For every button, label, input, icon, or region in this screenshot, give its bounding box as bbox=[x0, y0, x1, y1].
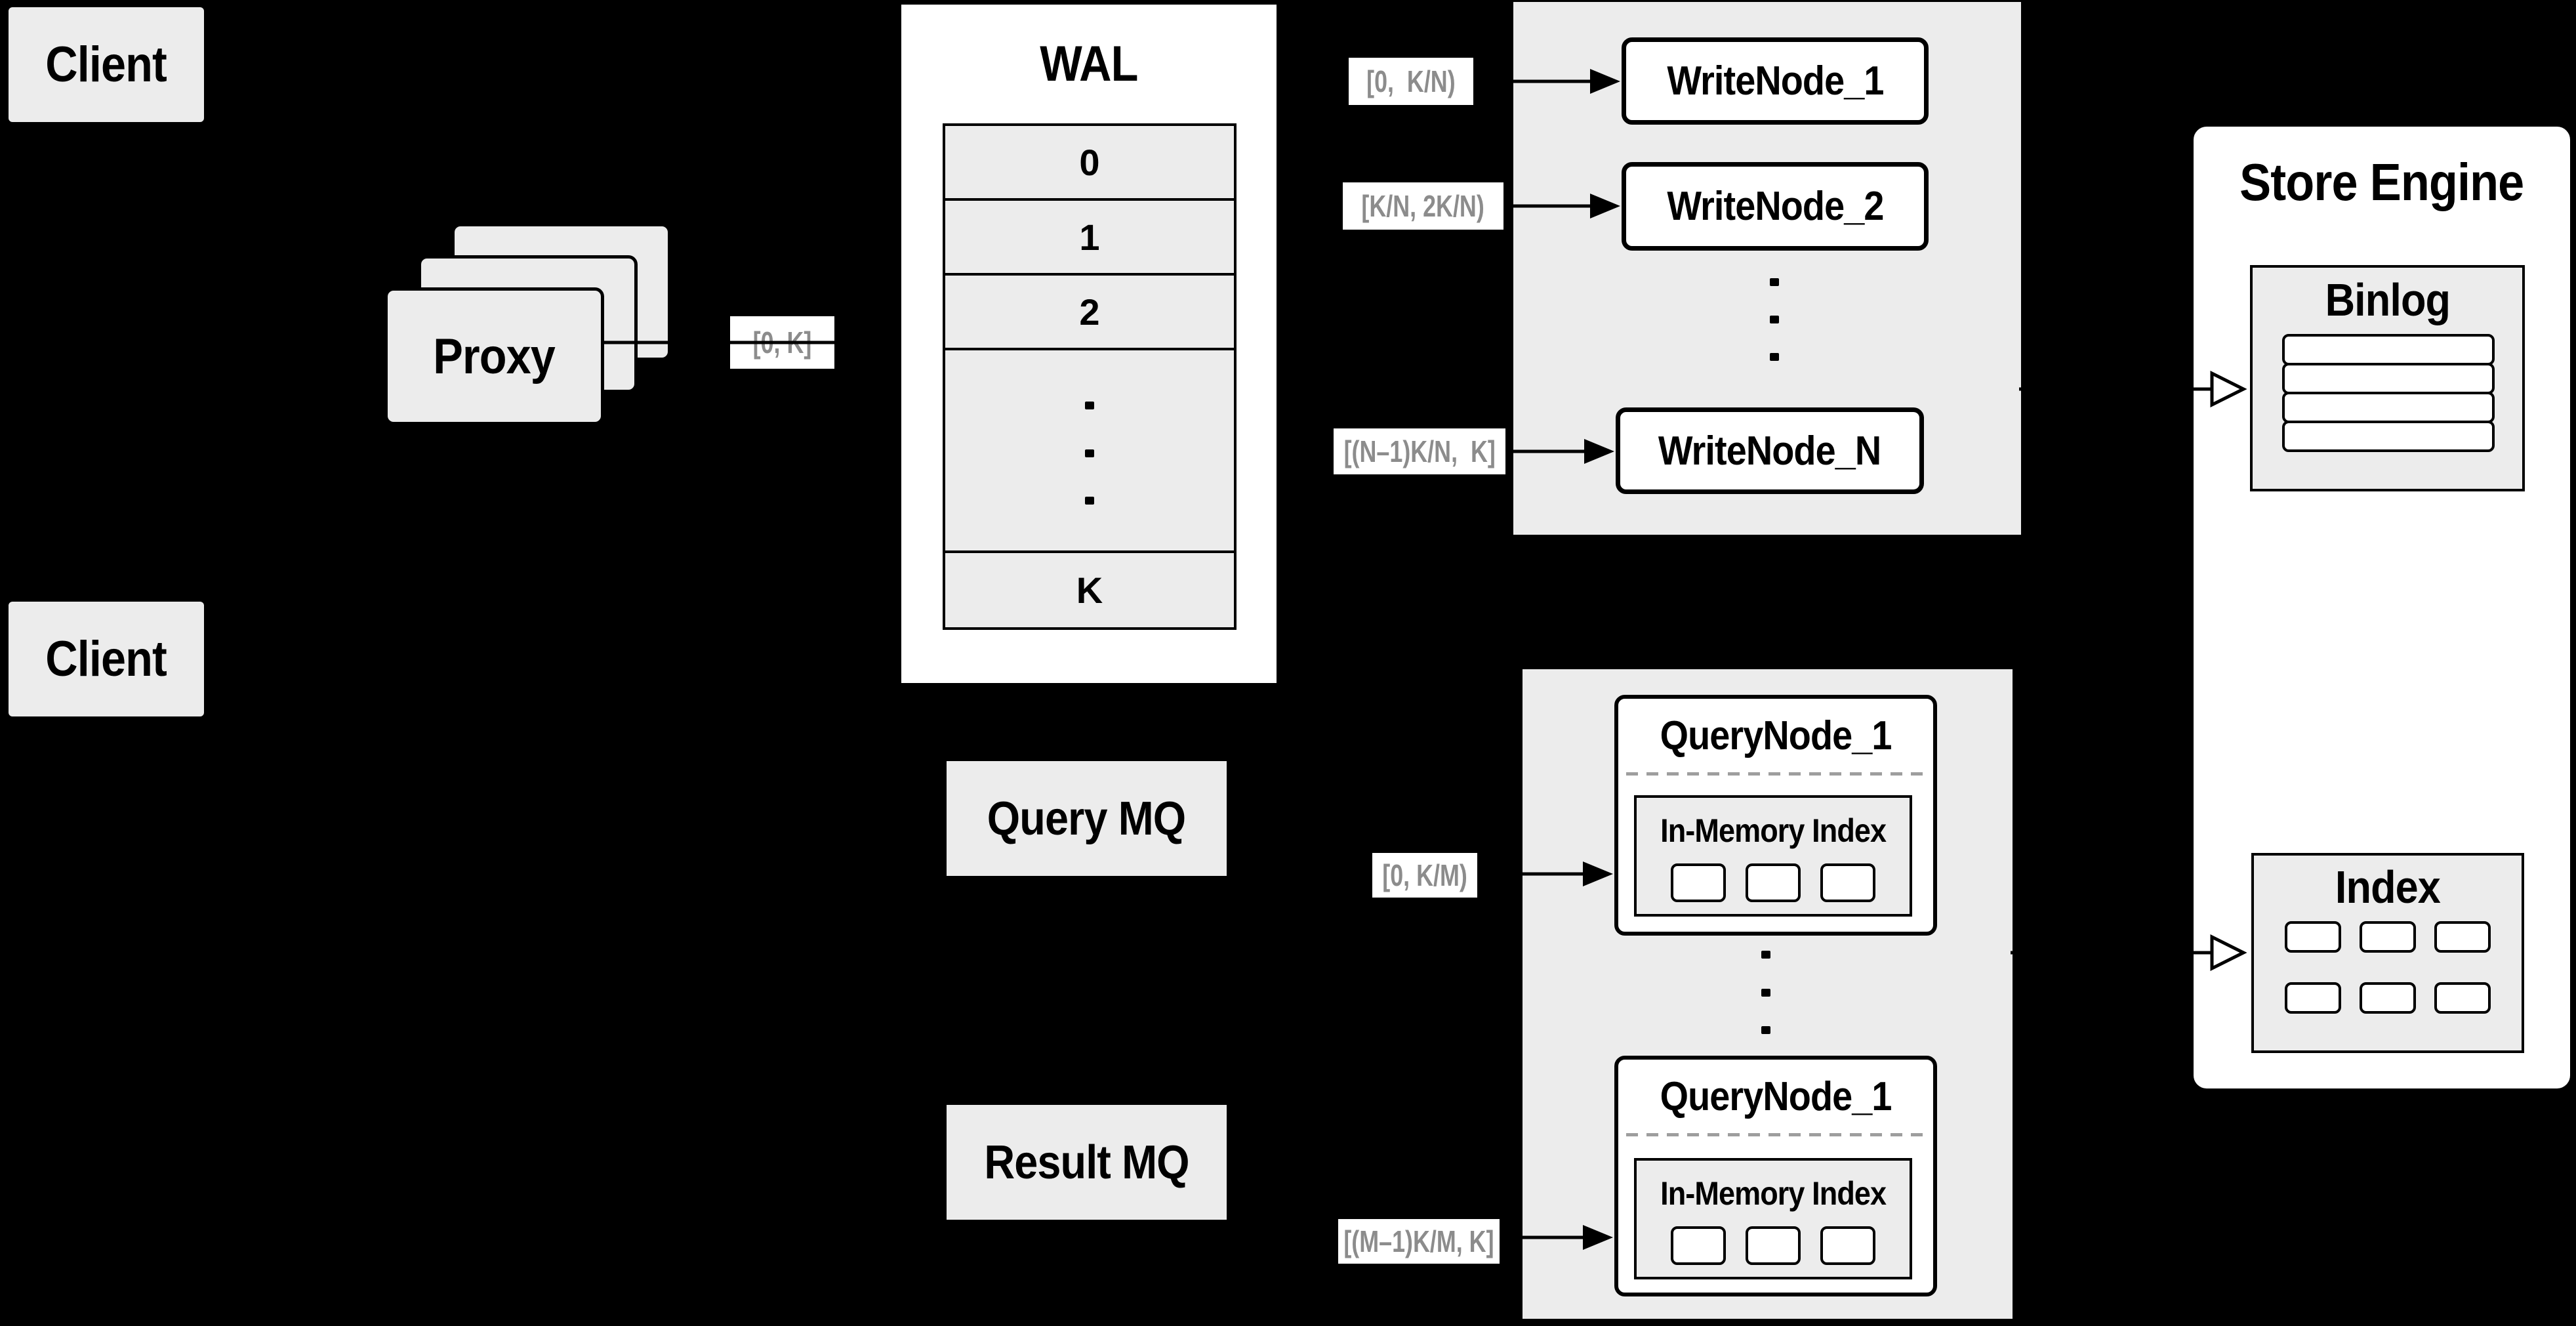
index-segment bbox=[1820, 1226, 1875, 1265]
index-segment bbox=[1746, 1226, 1801, 1265]
index-cell bbox=[2285, 921, 2341, 953]
wal-row: 0 bbox=[945, 126, 1234, 201]
index-segment bbox=[1671, 1226, 1726, 1265]
wal-row: K bbox=[945, 553, 1234, 627]
writenode-2-box: WriteNode_2 bbox=[1622, 162, 1929, 251]
writenode-1-label: WriteNode_1 bbox=[1666, 58, 1884, 104]
writenode-n-label: WriteNode_N bbox=[1658, 428, 1881, 474]
index-cell bbox=[2360, 921, 2416, 953]
range-label-write-1: [0, K/N) bbox=[1349, 58, 1473, 105]
proxy-label: Proxy bbox=[433, 328, 556, 384]
index-title: Index bbox=[2335, 861, 2441, 913]
client-box-bottom: Client bbox=[6, 599, 207, 719]
wal-title: WAL bbox=[1040, 35, 1138, 92]
binlog-row bbox=[2282, 334, 2495, 365]
proxy-card-front: Proxy bbox=[384, 287, 604, 425]
writenode-group: WriteNode_1 WriteNode_2 WriteNode_N bbox=[1513, 2, 2021, 535]
in-memory-index-bottom-title: In-Memory Index bbox=[1660, 1175, 1887, 1212]
wal-row-ellipsis bbox=[945, 350, 1234, 553]
index-cell bbox=[2434, 921, 2491, 953]
query-mq-label: Query MQ bbox=[987, 792, 1186, 845]
range-label-write-n: [(N–1)K/N, K] bbox=[1334, 428, 1505, 474]
querynode-group: QueryNode_1 In-Memory Index QueryNode_1 bbox=[1523, 669, 2013, 1319]
binlog-row bbox=[2282, 392, 2495, 423]
store-engine-title: Store Engine bbox=[2239, 153, 2524, 211]
query-mq-box: Query MQ bbox=[947, 761, 1227, 876]
in-memory-index-top-title: In-Memory Index bbox=[1660, 812, 1887, 849]
client-bottom-label: Client bbox=[45, 631, 168, 687]
writenode-n-box: WriteNode_N bbox=[1616, 407, 1924, 494]
wal-row: 1 bbox=[945, 201, 1234, 276]
wal-row: 2 bbox=[945, 276, 1234, 350]
range-label-query-m: [(M–1)K/M, K] bbox=[1338, 1219, 1500, 1264]
wal-panel: WAL 0 1 2 K bbox=[899, 2, 1279, 686]
querynode-bottom-title: QueryNode_1 bbox=[1660, 1073, 1892, 1119]
querynode-top-divider bbox=[1626, 772, 1925, 776]
in-memory-index-bottom: In-Memory Index bbox=[1634, 1158, 1912, 1279]
result-mq-label: Result MQ bbox=[984, 1136, 1189, 1189]
index-segment bbox=[1820, 863, 1875, 902]
querynode-bottom-box: QueryNode_1 In-Memory Index bbox=[1614, 1056, 1937, 1296]
result-mq-box: Result MQ bbox=[947, 1105, 1227, 1220]
range-label-write-2: [K/N, 2K/N) bbox=[1343, 182, 1503, 230]
client-top-label: Client bbox=[45, 37, 168, 93]
range-label-query-1: [0, K/M) bbox=[1372, 853, 1477, 898]
index-cell bbox=[2360, 982, 2416, 1014]
querynode-top-title: QueryNode_1 bbox=[1660, 713, 1892, 758]
binlog-row bbox=[2282, 363, 2495, 394]
writenode-1-box: WriteNode_1 bbox=[1622, 37, 1929, 125]
index-panel: Index bbox=[2251, 853, 2524, 1053]
range-label-proxy-wal: [0, K] bbox=[730, 316, 834, 369]
index-segment bbox=[1671, 863, 1726, 902]
index-cell bbox=[2285, 982, 2341, 1014]
wal-table: 0 1 2 K bbox=[943, 123, 1237, 630]
client-box-top: Client bbox=[6, 5, 207, 125]
binlog-row bbox=[2282, 421, 2495, 452]
querynode-top-box: QueryNode_1 In-Memory Index bbox=[1614, 695, 1937, 936]
store-engine-panel: Store Engine Binlog Index bbox=[2191, 124, 2573, 1091]
querynode-bottom-divider bbox=[1626, 1133, 1925, 1136]
in-memory-index-top: In-Memory Index bbox=[1634, 795, 1912, 917]
writenode-2-label: WriteNode_2 bbox=[1666, 184, 1884, 229]
binlog-title: Binlog bbox=[2325, 274, 2450, 325]
binlog-panel: Binlog bbox=[2250, 265, 2525, 491]
index-cell bbox=[2434, 982, 2491, 1014]
index-segment bbox=[1746, 863, 1801, 902]
